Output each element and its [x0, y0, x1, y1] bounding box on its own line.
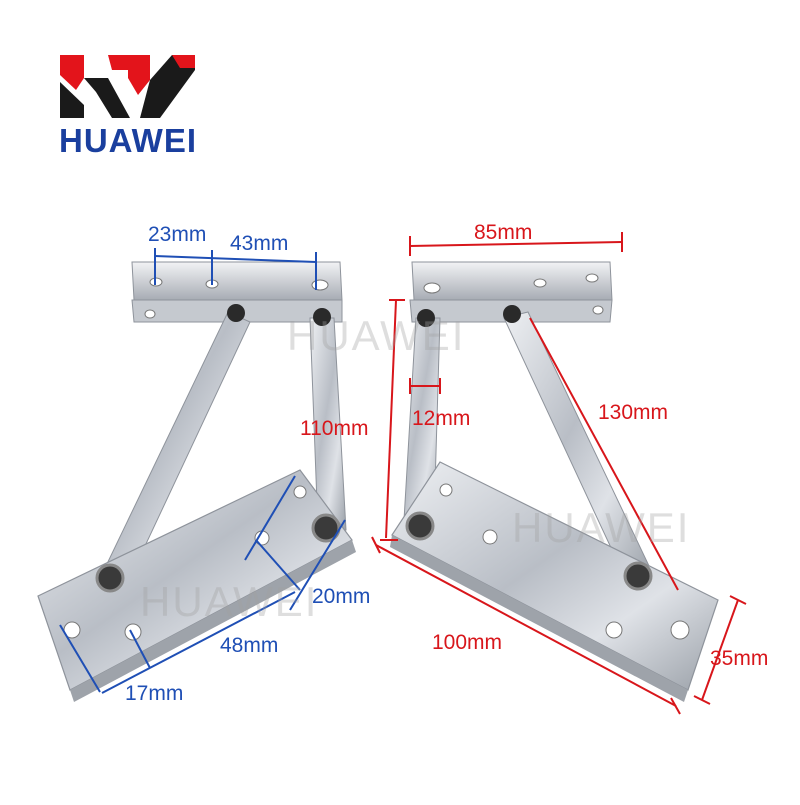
- right-hinge: [390, 261, 719, 702]
- right-dimension-lines: [371, 232, 747, 715]
- dimension-label: 110mm: [300, 417, 369, 440]
- dimension-label: 17mm: [125, 682, 184, 705]
- watermark-text: HUAWEI: [287, 312, 466, 359]
- left-dimension-lines: [59, 248, 346, 694]
- hw-logo-icon: [60, 55, 195, 118]
- dimension-label: 43mm: [230, 232, 289, 255]
- watermark-text: HUAWEI: [512, 504, 691, 551]
- dimension-label: 130mm: [598, 401, 669, 424]
- watermark-text: HUAWEI: [140, 578, 319, 625]
- brand-name: HUAWEI: [59, 122, 197, 159]
- dimension-label: 20mm: [312, 585, 371, 608]
- dimension-label: 12mm: [412, 407, 471, 430]
- dimension-label: 23mm: [148, 223, 207, 246]
- dimension-label: 35mm: [710, 647, 769, 670]
- dimension-label: 100mm: [432, 631, 503, 654]
- dimension-label: 85mm: [474, 221, 533, 244]
- left-hinge: [37, 261, 356, 702]
- dimension-label: 48mm: [220, 634, 279, 657]
